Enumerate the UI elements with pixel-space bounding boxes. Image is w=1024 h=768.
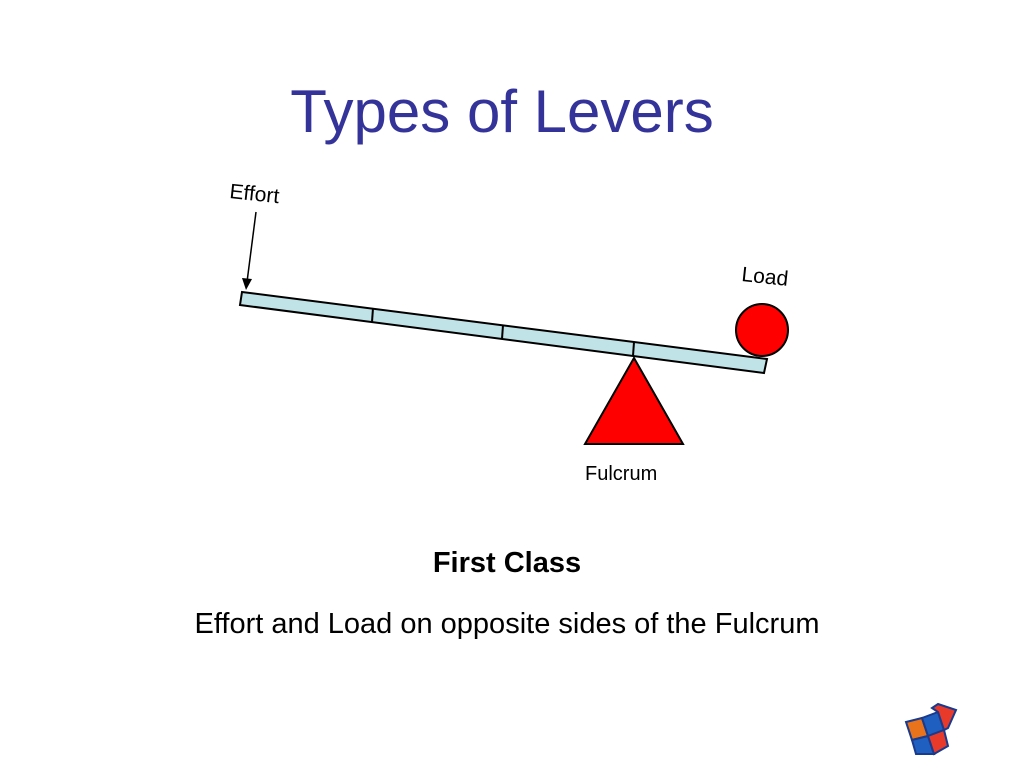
lever-bar [238, 290, 769, 375]
lever-segment-divider [632, 341, 635, 357]
effort-arrow [242, 211, 257, 290]
load-label: Load [740, 263, 789, 291]
lever-segment-divider [501, 324, 504, 340]
lever-segment-divider [371, 307, 374, 323]
load-ball [735, 303, 789, 357]
lever-class-heading: First Class [432, 547, 582, 579]
lever-beam [238, 290, 769, 375]
fulcrum-label: Fulcrum [585, 463, 657, 485]
effort-label: Effort [228, 180, 280, 208]
next-slide-arrow-icon[interactable] [904, 700, 958, 756]
fulcrum-triangle [583, 355, 685, 445]
lever-class-description: Effort and Load on opposite sides of the… [194, 608, 820, 640]
slide-title: Types of Levers [290, 78, 714, 145]
